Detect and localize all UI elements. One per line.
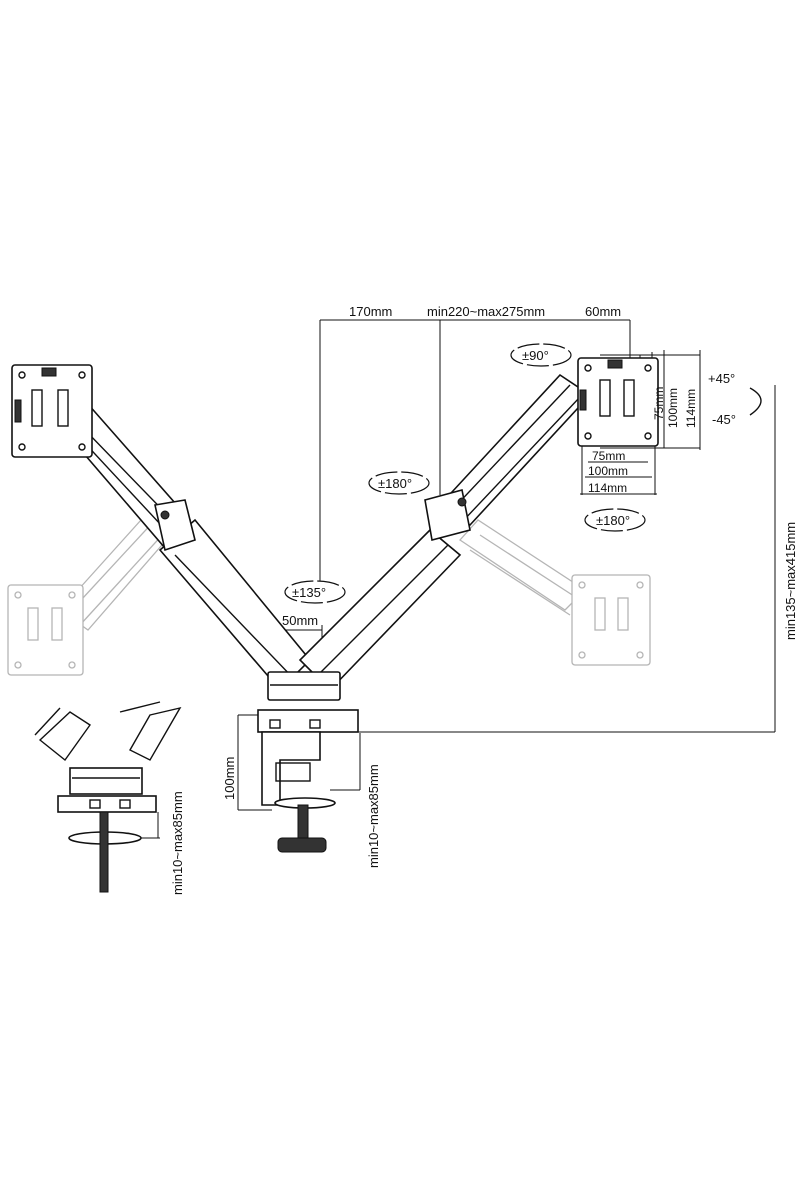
grommet-inset (34, 701, 182, 893)
label-grommet-range: min10~max85mm (170, 791, 185, 895)
label-height-range: min135~max415mm (783, 522, 798, 640)
label-vesa-114-v: 114mm (684, 389, 698, 428)
label-rot-90: ±90° (522, 348, 549, 363)
label-tilt-down: -45° (712, 412, 736, 427)
label-base-50: 50mm (282, 613, 318, 628)
rotation-indicators (284, 343, 762, 604)
left-forearm (154, 499, 312, 692)
tilt-arc (749, 387, 762, 416)
label-clamp-range: min10~max85mm (366, 764, 381, 868)
ghost-arm-left (7, 509, 176, 676)
label-rot-180-elbow: ±180° (378, 476, 412, 491)
label-vesa-75-v: 75mm (652, 387, 666, 420)
right-arm (438, 357, 659, 527)
label-rot-135: ±135° (292, 585, 326, 600)
label-arm-range: min220~max275mm (427, 304, 545, 319)
label-vesa-114-h: 114mm (588, 481, 627, 495)
label-vesa-100-h: 100mm (588, 464, 628, 478)
label-vesa-100-v: 100mm (666, 388, 680, 428)
label-vesa-75-h: 75mm (592, 449, 625, 463)
left-vesa-plate (11, 364, 93, 458)
label-rot-180-head: ±180° (596, 513, 630, 528)
label-clamp-100: 100mm (222, 757, 237, 800)
dimension-labels: 170mm min220~max275mm 60mm ±90° +45° -45… (170, 304, 798, 895)
right-forearm (298, 489, 471, 692)
ghost-arm-right (459, 519, 651, 666)
label-arm-60: 60mm (585, 304, 621, 319)
label-arm-170: 170mm (349, 304, 392, 319)
right-vesa-plate (577, 357, 659, 447)
label-tilt-up: +45° (708, 371, 735, 386)
base-clamp (257, 671, 359, 853)
dimension-lines (130, 319, 776, 839)
